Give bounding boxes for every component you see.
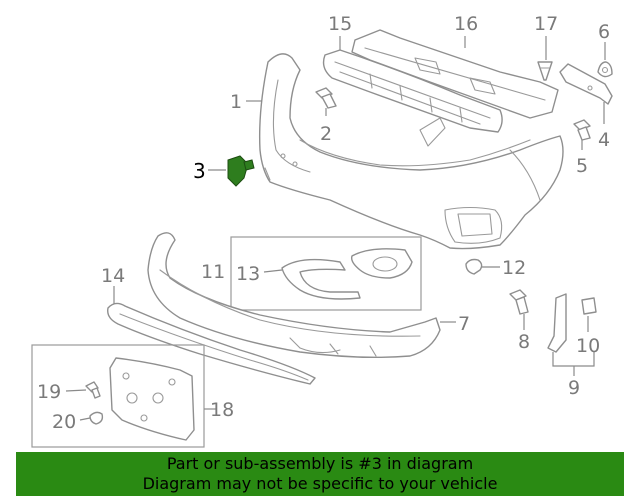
retainer-clip	[465, 258, 483, 275]
callout-12: 12	[502, 257, 526, 279]
lower-bracket-right	[547, 293, 597, 353]
leader-lines	[65, 36, 606, 421]
callout-19: 19	[37, 381, 61, 403]
bolt-side	[573, 119, 591, 141]
bezel-left	[281, 258, 361, 300]
banner-line-2: Diagram may not be specific to your vehi…	[142, 474, 498, 493]
bumper-cover	[258, 53, 564, 250]
callout-20: 20	[52, 411, 76, 433]
assembly-box-18	[31, 344, 205, 448]
clip-nut	[597, 61, 613, 78]
bolt-lower	[509, 289, 529, 315]
bolt-upper	[315, 87, 337, 109]
callout-9: 9	[568, 377, 580, 399]
callout-5: 5	[576, 155, 588, 177]
upper-support	[351, 29, 559, 119]
highlighted-bracket-part-3	[227, 155, 255, 187]
callout-11: 11	[201, 261, 225, 283]
callout-6: 6	[598, 21, 610, 43]
callout-7: 7	[458, 313, 470, 335]
nut-20	[89, 411, 104, 425]
callout-1: 1	[230, 91, 242, 113]
fog-lamp-bezel	[350, 248, 413, 279]
lower-valance	[147, 232, 441, 359]
callout-8: 8	[518, 331, 530, 353]
callout-13: 13	[236, 263, 260, 285]
license-plate-bracket	[109, 357, 195, 441]
callout-14: 14	[101, 265, 125, 287]
screw-19	[85, 381, 101, 399]
banner-line-1: Part or sub-assembly is #3 in diagram	[166, 454, 474, 473]
side-bracket	[559, 63, 613, 105]
info-banner: Part or sub-assembly is #3 in diagram Di…	[16, 452, 624, 496]
skid-strip	[107, 302, 316, 385]
callout-18: 18	[210, 399, 234, 421]
push-pin	[537, 61, 553, 81]
callout-2: 2	[320, 123, 332, 145]
callout-3: 3	[193, 159, 206, 183]
assembly-box-11	[230, 236, 422, 311]
callout-15: 15	[328, 13, 352, 35]
callout-4: 4	[598, 129, 610, 151]
callout-10: 10	[576, 335, 600, 357]
callout-17: 17	[534, 13, 558, 35]
callout-16: 16	[454, 13, 478, 35]
